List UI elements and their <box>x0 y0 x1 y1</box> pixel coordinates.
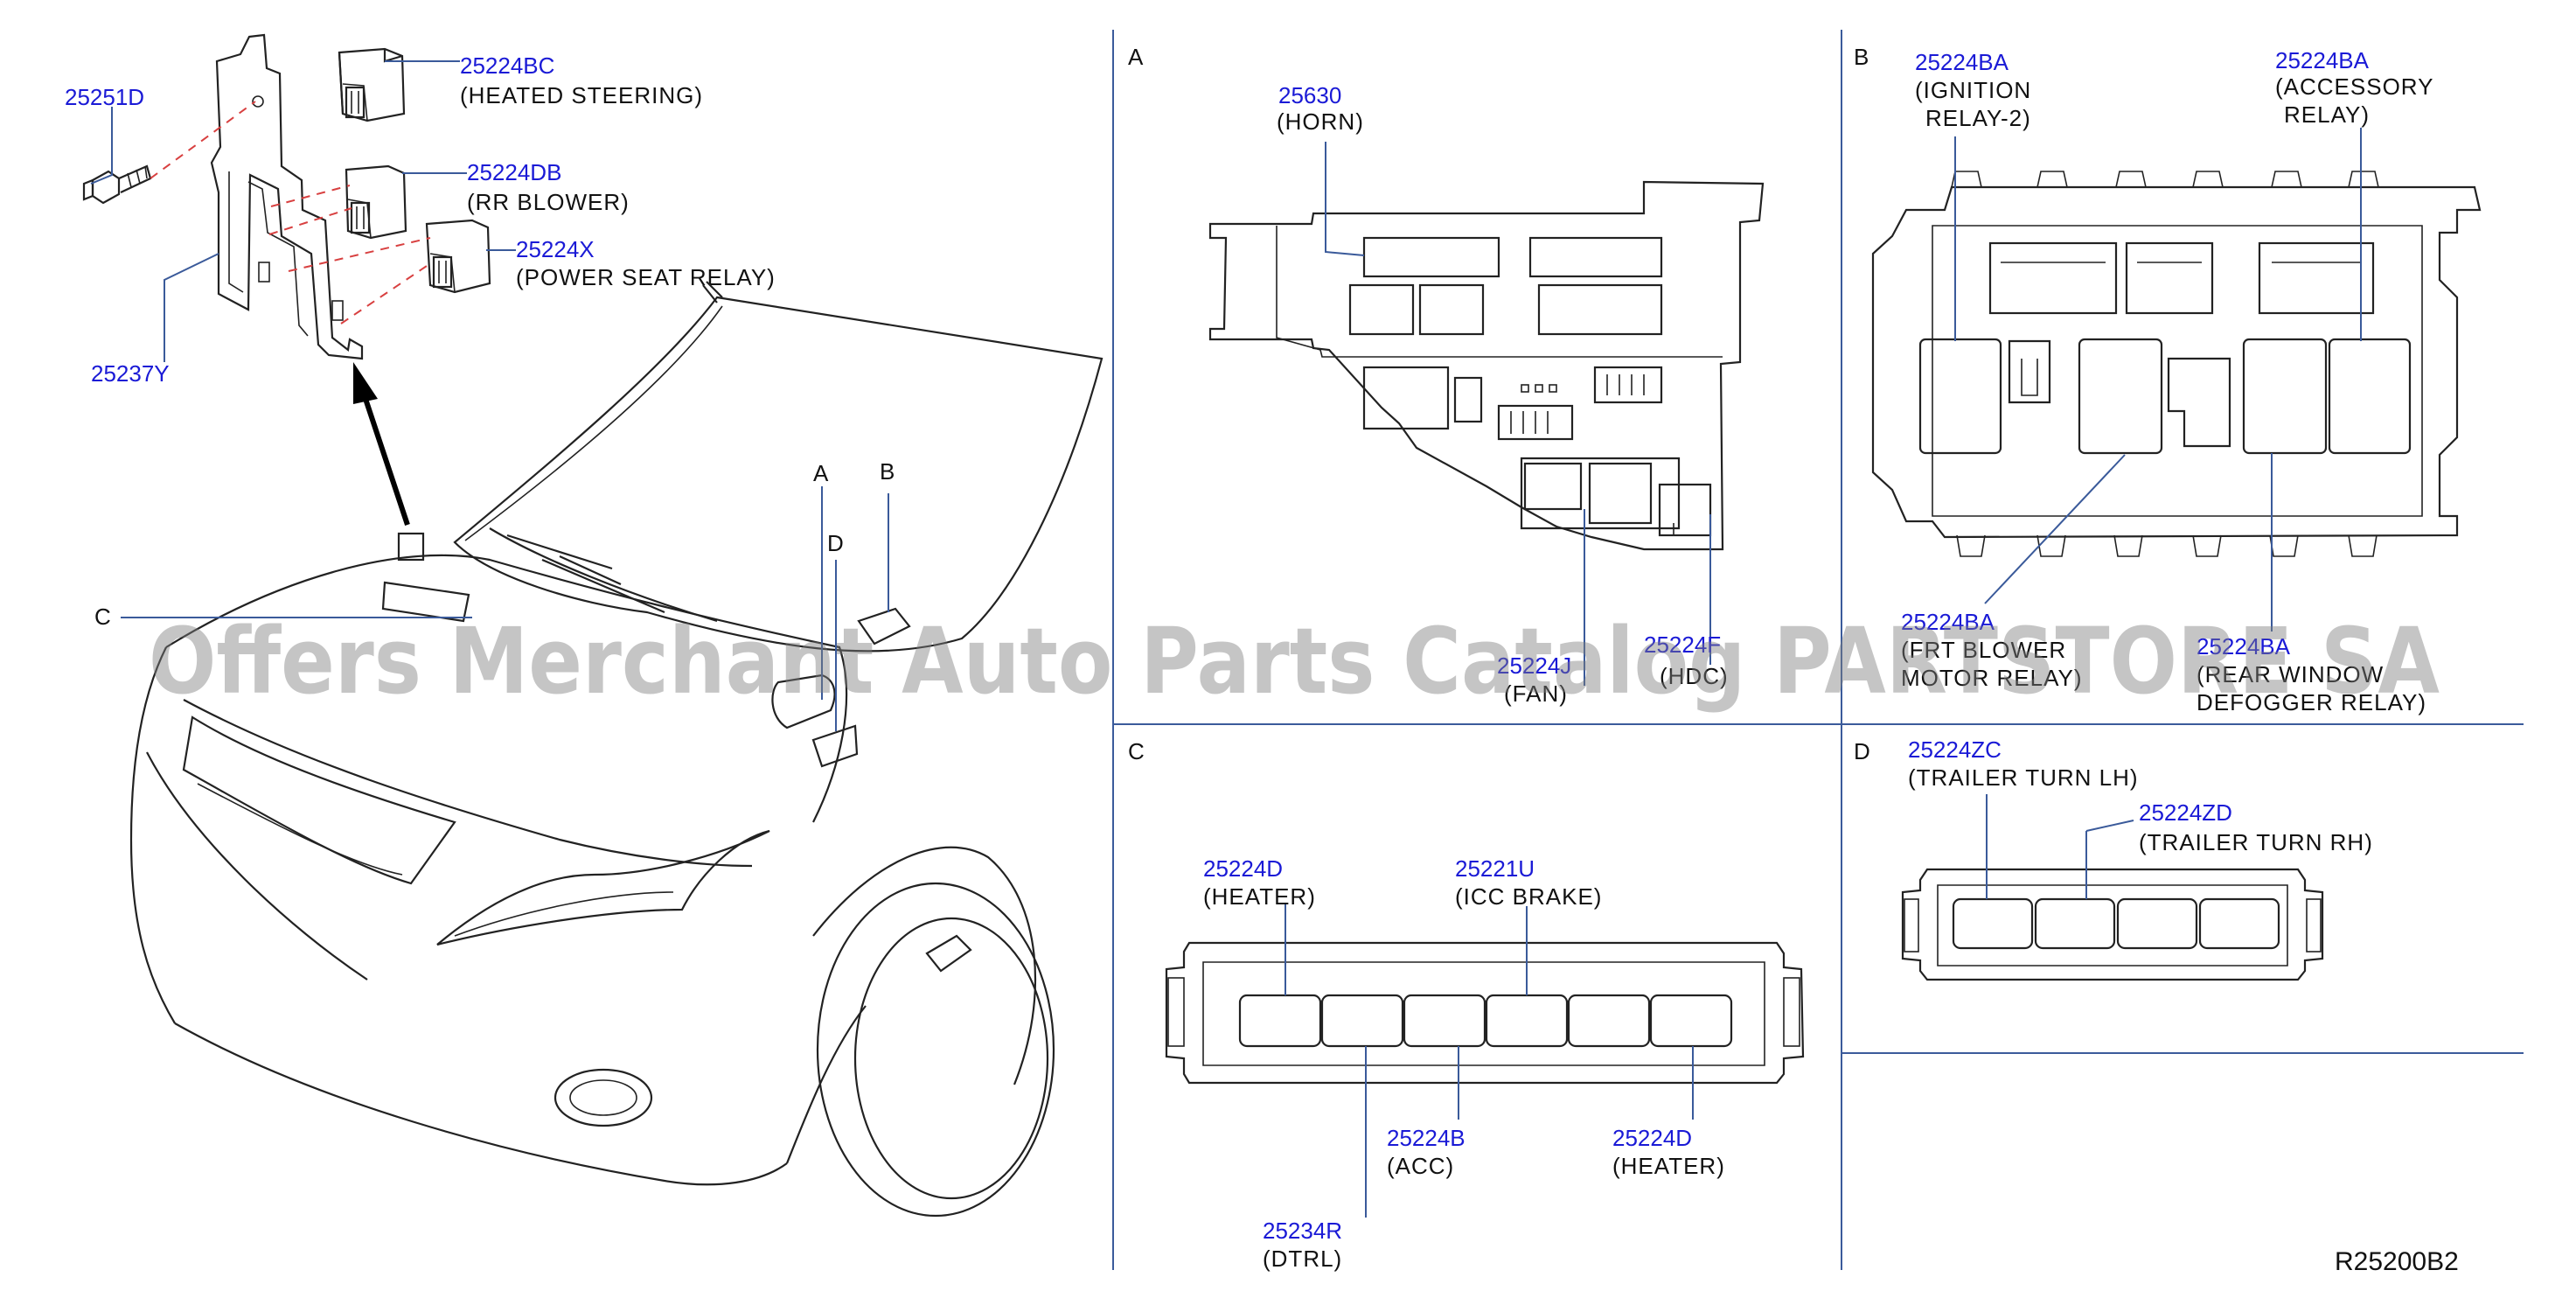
pn-25224ba-accessory: 25224BA <box>2275 47 2370 73</box>
slot-6-heater <box>1649 994 1733 1048</box>
panel-b-letter: B <box>1854 44 1869 70</box>
panel-d-labels: 25224ZC (TRAILER TURN LH) 25224ZD (TRAIL… <box>1908 736 2373 855</box>
desc-25224x: (POWER SEAT RELAY) <box>516 264 776 290</box>
desc-horn: (HORN) <box>1277 108 1364 135</box>
panel-c-letter: C <box>1128 738 1145 764</box>
desc-acc: (ACC) <box>1387 1153 1454 1179</box>
desc-25224db: (RR BLOWER) <box>467 189 630 215</box>
relay-25224x <box>425 219 491 294</box>
slot-4-d <box>2198 897 2280 950</box>
desc-frt-blower-1: (FRT BLOWER <box>1901 637 2066 663</box>
pn-25251d: 25251D <box>65 84 144 110</box>
panel-b: B <box>1854 44 2482 632</box>
desc-accessory-1: (ACCESSORY <box>2275 73 2433 100</box>
socket-frt-blower-relay <box>2078 338 2163 455</box>
desc-hdc: (HDC) <box>1660 663 1729 689</box>
locator-letter-d: D <box>827 530 844 556</box>
pn-25224b: 25224B <box>1387 1125 1466 1151</box>
pn-25234r: 25234R <box>1263 1218 1342 1244</box>
watermark-text: Offers Merchant Auto Parts Catalog PARTS… <box>149 608 2440 715</box>
socket-rear-defogger-relay <box>2242 338 2328 455</box>
desc-heater-right: (HEATER) <box>1612 1153 1725 1179</box>
relay-25224db <box>345 164 407 240</box>
locator-letter-c: C <box>94 604 111 630</box>
pn-25221u: 25221U <box>1455 855 1535 882</box>
pn-25224d-right: 25224D <box>1612 1125 1692 1151</box>
locator-box-c <box>381 581 470 623</box>
slot-4-icc-brake <box>1485 994 1569 1048</box>
locator-letters: A B C D <box>94 458 895 630</box>
slot-3-acc <box>1403 994 1486 1048</box>
desc-ignition-2: RELAY-2) <box>1925 105 2031 131</box>
pn-25224zd: 25224ZD <box>2139 799 2232 826</box>
desc-rear-defogger-2: DEFOGGER RELAY) <box>2197 689 2426 715</box>
desc-trailer-turn-lh: (TRAILER TURN LH) <box>1908 764 2139 791</box>
locator-box-a <box>771 673 836 729</box>
relay-bracket-assembly <box>82 33 516 526</box>
pn-25224zc: 25224ZC <box>1908 736 2002 763</box>
panel-b-labels: 25224BA (IGNITION RELAY-2) 25224BA (ACCE… <box>1901 47 2433 715</box>
panel-dividers <box>1112 30 2524 1270</box>
panel-a-letter: A <box>1128 44 1144 70</box>
pn-25237y: 25237Y <box>91 360 170 387</box>
pn-25224bc: 25224BC <box>460 52 554 79</box>
desc-dtrl: (DTRL) <box>1263 1246 1342 1272</box>
pn-25224x: 25224X <box>516 236 595 262</box>
desc-frt-blower-2: MOTOR RELAY) <box>1901 665 2083 691</box>
slot-3-d <box>2116 897 2198 950</box>
desc-heater-left: (HEATER) <box>1203 883 1316 910</box>
relay-25224bc <box>338 47 406 122</box>
panel-c-labels: 25224D (HEATER) 25221U (ICC BRAKE) 25224… <box>1203 855 1725 1272</box>
desc-trailer-turn-rh: (TRAILER TURN RH) <box>2139 829 2373 855</box>
desc-icc-brake: (ICC BRAKE) <box>1455 883 1602 910</box>
panel-a-labels: 25630 (HORN) 25224J (FAN) 25224F (HDC) <box>1277 82 1729 707</box>
overview-labels: 25224BC (HEATED STEERING) 25224DB (RR BL… <box>65 52 776 387</box>
vehicle-front-outline <box>121 281 1104 1218</box>
panel-d-letter: D <box>1854 738 1870 764</box>
locator-letter-b: B <box>880 458 895 485</box>
slot-trailer-turn-rh <box>2034 897 2116 950</box>
desc-accessory-2: RELAY) <box>2284 101 2370 128</box>
slot-5 <box>1567 994 1651 1048</box>
diagram-code: R25200B2 <box>2335 1247 2459 1276</box>
desc-ignition-1: (IGNITION <box>1915 77 2031 103</box>
panel-d: D <box>1854 738 2324 981</box>
locator-letter-a: A <box>813 460 829 486</box>
locator-box-b <box>857 607 911 646</box>
location-arrow <box>353 362 410 526</box>
slot-trailer-turn-lh <box>1952 897 2034 950</box>
pn-25630: 25630 <box>1278 82 1341 108</box>
pn-25224ba-frt-blower: 25224BA <box>1901 609 1995 635</box>
locator-box-relay <box>397 532 425 562</box>
slot-1-heater <box>1238 994 1322 1048</box>
panel-a: A <box>1128 44 1765 686</box>
top-clips <box>1951 171 2379 188</box>
slot-2-dtrl <box>1320 994 1404 1048</box>
pn-25224ba-ignition: 25224BA <box>1915 49 2009 75</box>
locator-box-d <box>811 724 859 768</box>
socket-ignition-relay-2 <box>1918 338 2002 455</box>
pn-25224db: 25224DB <box>467 159 561 185</box>
desc-rear-defogger-1: (REAR WINDOW <box>2197 661 2384 687</box>
bracket-25237y <box>210 33 364 360</box>
pn-25224f: 25224F <box>1644 632 1721 658</box>
desc-fan: (FAN) <box>1504 680 1568 707</box>
bottom-clips <box>1956 534 2378 557</box>
pn-25224ba-rear-defogger: 25224BA <box>2197 633 2291 659</box>
pn-25224j: 25224J <box>1497 652 1571 679</box>
desc-25224bc: (HEATED STEERING) <box>460 82 703 108</box>
bolt-25251d <box>82 164 152 205</box>
panel-c: C <box>1128 738 1805 1218</box>
pn-25224d-left: 25224D <box>1203 855 1283 882</box>
socket-accessory-relay <box>2328 338 2412 455</box>
